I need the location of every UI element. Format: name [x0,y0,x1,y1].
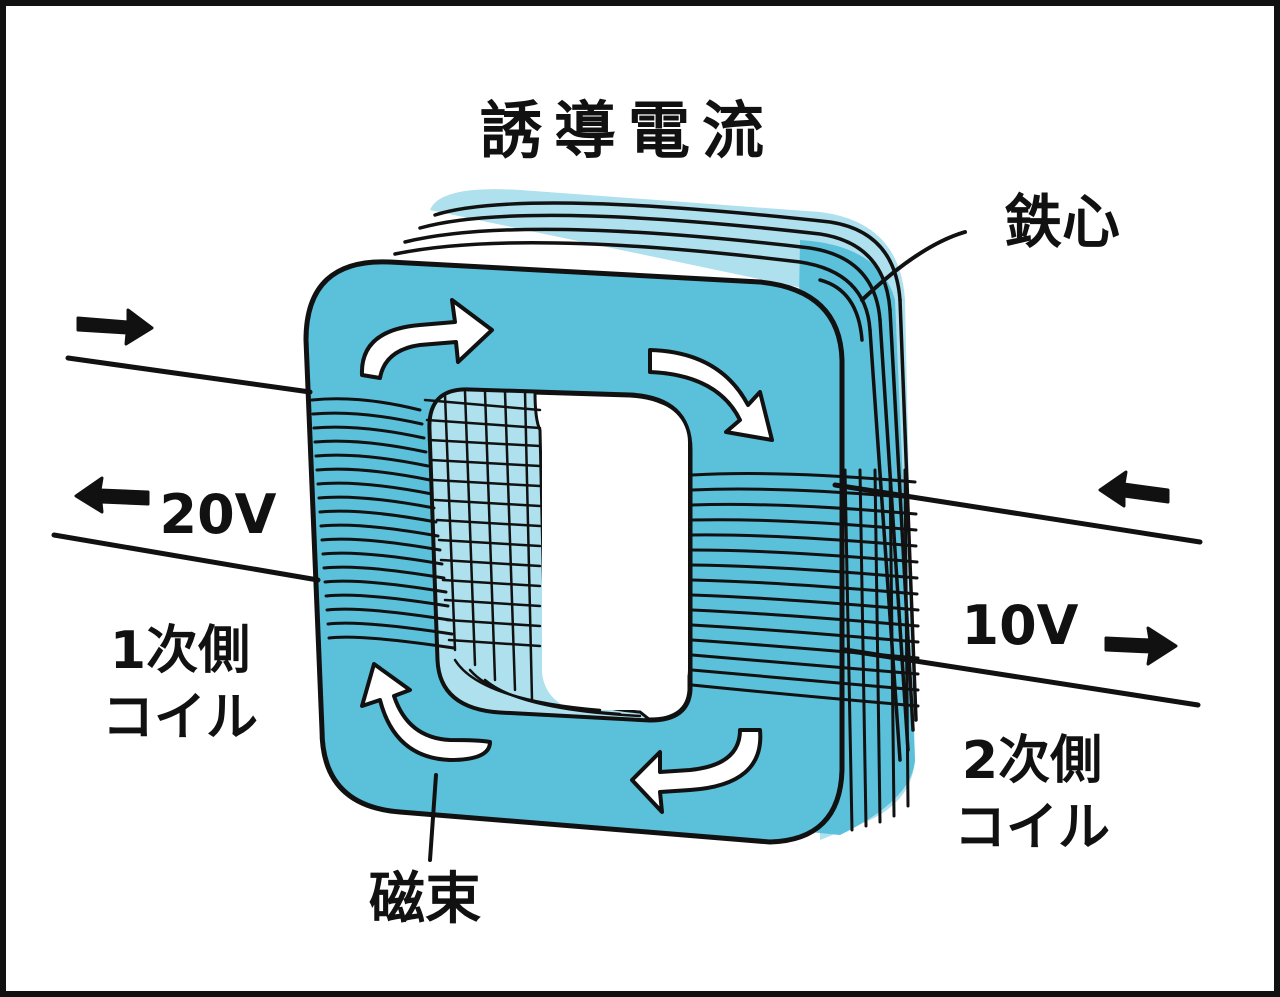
arrow-icon [1104,626,1178,666]
core-window [542,402,688,710]
secondary-wire-bottom [842,647,1201,708]
title: 誘導電流 [480,94,776,167]
current-arrows [74,308,1178,666]
secondary-coil-windings [690,468,920,832]
arrow-icon [76,308,154,346]
flux-leader [428,773,438,862]
secondary-coil-label-line1: 2次側 [962,731,1102,791]
primary-coil-windings [310,397,456,650]
tunnel-windings [423,390,642,718]
curved-arrow-icon [630,728,763,814]
secondary-voltage-label: 10V [962,594,1079,657]
core-leader [860,230,967,302]
primary-coil-label-line1: 1次側 [110,621,250,681]
arrow-icon [74,476,150,514]
core-label: 鉄心 [1004,188,1120,256]
primary-wire-top [65,355,313,395]
secondary-coil-label-line2: コイル [954,798,1110,858]
flux-label: 磁束 [369,867,481,932]
primary-wire-bottom [51,532,321,583]
transformer-diagram: 誘導電流 鉄心 20V 1次側 コイル 10V 2次側 コイル 磁束 [51,94,1203,932]
arrow-icon [1098,470,1170,508]
curved-arrow-icon [360,662,492,762]
curved-arrow-icon [359,298,494,380]
primary-voltage-label: 20V [160,483,277,546]
wires [51,355,1203,708]
primary-coil-label-line2: コイル [102,688,258,748]
secondary-wire-top [832,482,1203,545]
flux-arrows [359,298,774,814]
leader-lines [428,230,967,862]
curved-arrow-icon [648,348,774,442]
